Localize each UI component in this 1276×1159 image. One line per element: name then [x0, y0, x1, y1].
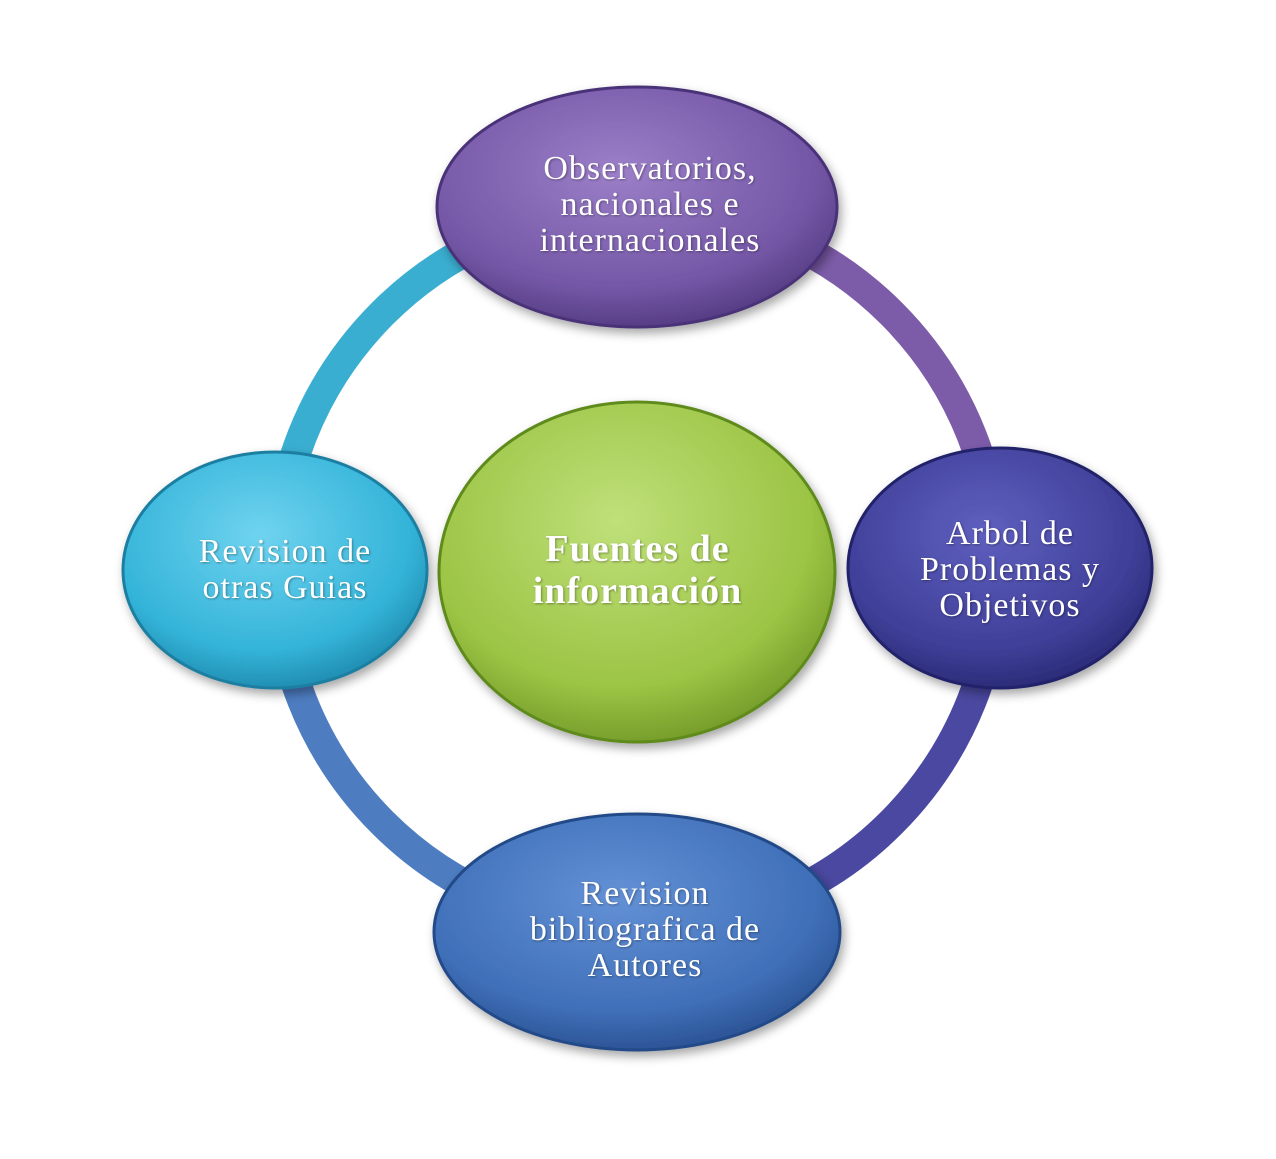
center-label: Fuentes de información	[532, 528, 743, 612]
node-left-label: Revision de otras Guias	[198, 533, 372, 606]
center-ellipse	[437, 400, 837, 744]
node-top-ellipse	[435, 85, 839, 329]
node-top-label: Observatorios, nacionales e internaciona…	[539, 150, 761, 259]
node-left-ellipse	[121, 450, 429, 690]
node-bottom-label: Revision bibliografica de Autores	[529, 875, 761, 984]
node-bottom-ellipse	[432, 812, 842, 1052]
node-right-ellipse	[846, 446, 1154, 690]
node-right-label: Arbol de Problemas y Objetivos	[919, 515, 1101, 624]
